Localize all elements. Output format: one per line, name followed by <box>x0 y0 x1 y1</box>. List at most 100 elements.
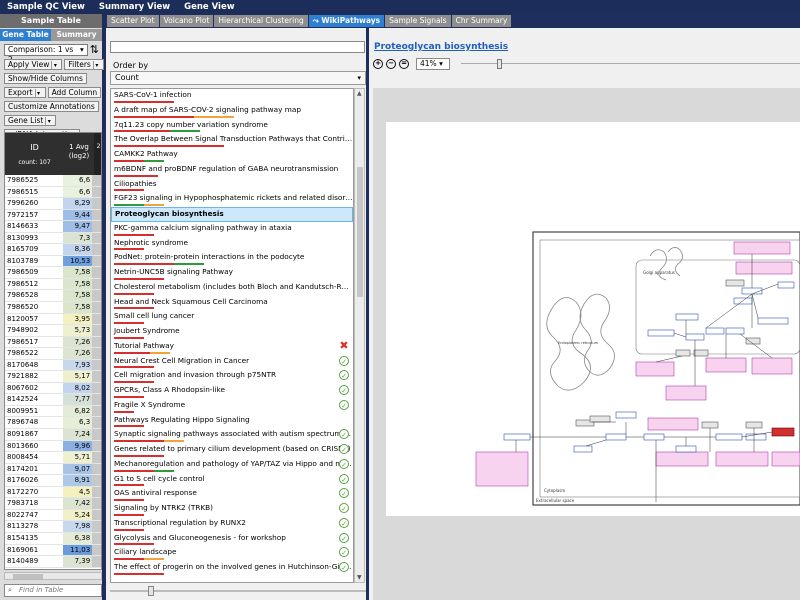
pathway-item[interactable]: G1 to S cell cycle control✓ <box>111 473 353 488</box>
column-header-2[interactable]: 2 <box>94 133 101 175</box>
pathway-canvas[interactable]: Golgi apparatus Cytoplasm Extracellular … <box>373 88 800 600</box>
pathway-item[interactable]: GPCRs, Class A Rhodopsin-like✓ <box>111 384 353 399</box>
column-header-avg[interactable]: 1 Avg (log2) <box>68 143 90 160</box>
pathway-item[interactable]: SARS-CoV-1 infection <box>111 89 353 104</box>
find-in-table-input[interactable]: ⌕Find in Table <box>4 584 102 597</box>
show-hide-columns-button[interactable]: Show/Hide Columns <box>4 73 87 84</box>
nav-summary-view[interactable]: Summary View <box>98 2 171 12</box>
tab-scatter-plot[interactable]: Scatter Plot <box>107 15 159 27</box>
pathway-item[interactable]: Mechanoregulation and pathology of YAP/T… <box>111 458 353 473</box>
table-horizontal-scrollbar[interactable] <box>4 572 102 580</box>
add-column-button[interactable]: Add Column <box>47 87 102 98</box>
tab-wikipathways[interactable]: ⤳ WikiPathways <box>308 15 385 27</box>
pathway-item[interactable]: Synaptic signaling pathways associated w… <box>111 428 353 443</box>
pathway-item[interactable]: Netrin-UNC5B signaling Pathway <box>111 266 353 281</box>
pathway-item[interactable]: A draft map of SARS-COV-2 signaling path… <box>111 104 353 119</box>
pathway-item[interactable]: CAMKK2 Pathway <box>111 148 353 163</box>
pathway-title-link[interactable]: Proteoglycan biosynthesis <box>374 42 509 52</box>
nav-gene-view[interactable]: Gene View <box>184 2 235 12</box>
pathway-item[interactable]: 7q11.23 copy number variation syndrome <box>111 119 353 134</box>
order-by-select[interactable]: Count▾ <box>110 71 366 85</box>
pathway-item[interactable]: Cholesterol metabolism (includes both Bl… <box>111 281 353 296</box>
zoom-reset-icon[interactable]: = <box>399 59 409 69</box>
pathway-item[interactable]: Neural Crest Cell Migration in Cancer✓ <box>111 355 353 370</box>
tab-summary[interactable]: Summary <box>51 29 102 41</box>
pathway-item[interactable]: PodNet: protein-protein interactions in … <box>111 251 353 266</box>
pathway-item[interactable]: OAS antiviral response✓ <box>111 487 353 502</box>
pathway-item[interactable]: PKC-gamma calcium signaling pathway in a… <box>111 222 353 237</box>
tab-chr-summary[interactable]: Chr Summary <box>451 15 512 27</box>
comparison-select[interactable]: Comparison: 1 vs 2▾ <box>4 44 88 64</box>
nav-sample-qc-view[interactable]: Sample QC View <box>7 2 85 12</box>
scroll-down-icon[interactable]: ▼ <box>357 574 362 581</box>
pathway-item[interactable]: Glycolysis and Gluconeogenesis - for wor… <box>111 532 353 547</box>
filters-button[interactable]: Filters▾ <box>64 59 104 70</box>
pathway-item[interactable]: The effect of progerin on the involved g… <box>111 561 353 576</box>
zoom-level-select[interactable]: 41% ▾ <box>416 58 450 70</box>
slider-knob[interactable] <box>148 586 154 596</box>
pathway-item[interactable]: Ciliary landscape✓ <box>111 546 353 561</box>
pathway-item[interactable]: Proteoglycan biosynthesis <box>111 207 353 222</box>
pathway-item[interactable]: Small cell lung cancer <box>111 310 353 325</box>
pathway-item[interactable]: Ciliopathies <box>111 178 353 193</box>
column-header-id[interactable]: ID count: 107 <box>5 133 64 175</box>
zoom-in-icon[interactable]: + <box>373 59 383 69</box>
pathway-item[interactable]: Signaling by NTRK2 (TRKB)✓ <box>111 502 353 517</box>
swap-icon[interactable]: ⇅ <box>89 43 99 56</box>
pathway-item[interactable]: Tutorial Pathway✖ <box>111 340 353 355</box>
tab-hierarchical-clustering[interactable]: Hierarchical Clustering <box>214 15 308 27</box>
scrollbar-thumb[interactable] <box>357 167 363 297</box>
tab-volcano-plot[interactable]: Volcano Plot <box>159 15 214 27</box>
pathway-item[interactable]: The Overlap Between Signal Transduction … <box>111 133 353 148</box>
zoom-slider[interactable] <box>461 59 800 69</box>
apply-view-button[interactable]: Apply View▾ <box>4 59 63 70</box>
customize-annotations-button[interactable]: Customize Annotations <box>4 101 99 112</box>
pathway-diagram[interactable]: Golgi apparatus Cytoplasm Extracellular … <box>386 122 800 516</box>
tab-gene-table[interactable]: Gene Table <box>0 29 51 41</box>
pathway-item[interactable]: Pathways Regulating Hippo Signaling <box>111 414 353 429</box>
pathway-list-scrollbar[interactable]: ▲ ▼ <box>354 88 365 583</box>
tab-sample-signals[interactable]: Sample Signals <box>385 15 451 27</box>
pathway-item[interactable]: Joubert Syndrome <box>111 325 353 340</box>
pathway-item[interactable]: Cell migration and invasion through p75N… <box>111 369 353 384</box>
pathway-item[interactable]: Nephrotic syndrome <box>111 237 353 252</box>
pathway-item[interactable]: Fragile X Syndrome✓ <box>111 399 353 414</box>
list-width-slider[interactable] <box>110 586 366 596</box>
pathway-item[interactable]: m6BDNF and proBDNF regulation of GABA ne… <box>111 163 353 178</box>
pathway-search-input[interactable] <box>110 41 365 53</box>
